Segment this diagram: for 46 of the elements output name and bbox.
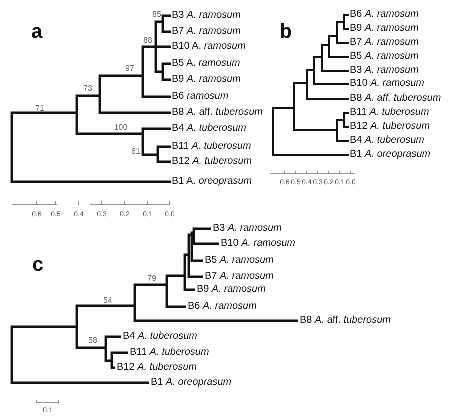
- taxon-label: B9 A. ramosum: [172, 75, 241, 85]
- taxon-label: B3 A. ramosum: [172, 11, 241, 21]
- bootstrap-value: 100: [114, 124, 128, 132]
- taxon-label: B10 A. ramosum: [221, 239, 296, 249]
- taxon-label: B7 A. ramosum: [205, 272, 274, 282]
- taxon-label: B5 A. ramosum: [172, 59, 240, 69]
- taxon-label: B12 A. tuberosum: [350, 122, 430, 132]
- taxon-label: B5 A. ramosum: [350, 52, 419, 62]
- taxon-label: B4 A. tuberosum: [350, 136, 424, 146]
- taxon-label: B6 ramosum: [172, 92, 229, 102]
- bootstrap-value: 54: [104, 297, 112, 305]
- taxon-label: B12 A. tuberosum: [117, 363, 198, 373]
- taxon-label: B1 A. oreoprasum: [151, 378, 232, 388]
- taxon-label: B4 A. tuberosum: [123, 332, 198, 342]
- bootstrap-value: 97: [126, 65, 134, 73]
- panel-letter: b: [280, 20, 292, 45]
- taxon-label: B4 A. tuberosum: [172, 124, 246, 134]
- taxon-label: B3 A. ramosum: [213, 224, 282, 234]
- taxon-label: B8 A. aff. tuberosum: [172, 108, 263, 118]
- bootstrap-value: 79: [148, 275, 156, 283]
- bootstrap-value: 58: [88, 337, 98, 345]
- taxon-label: B9 A. ramosum: [197, 285, 266, 295]
- taxon-label: B10 A. ramosum: [350, 79, 424, 89]
- taxon-label: B8 A. aff. tuberosum: [300, 316, 391, 326]
- taxon-label: B6 A. ramosum: [188, 302, 257, 312]
- taxon-label: B1 A. oreoprasum: [350, 150, 431, 160]
- bootstrap-value: 73: [84, 85, 92, 93]
- taxon-label: B10 A. ramosum: [172, 42, 246, 52]
- taxon-label: B7 A. ramosum: [172, 27, 241, 37]
- taxon-label: B3 A. ramosum: [350, 66, 419, 76]
- taxon-label: B1 A. oreoprasum: [172, 177, 252, 187]
- bootstrap-value: 88: [144, 37, 152, 45]
- taxon-label: B11 A. tuberosum: [350, 108, 430, 118]
- taxon-label: B5 A. ramosum: [205, 256, 274, 266]
- bootstrap-value: 85: [152, 11, 162, 19]
- panel-letter: a: [31, 20, 43, 45]
- panel-letter: c: [32, 253, 44, 278]
- taxon-label: B9 A. ramosum: [350, 24, 419, 34]
- taxon-label: B12 A. tuberosum: [172, 157, 252, 167]
- taxon-label: B6 A. ramosum: [350, 10, 419, 20]
- taxon-label: B11 A. tuberosum: [172, 142, 252, 152]
- bootstrap-value: 71: [36, 105, 44, 113]
- taxon-label: B11 A. tuberosum: [130, 348, 210, 358]
- bootstrap-value: 61: [132, 148, 140, 156]
- taxon-label: B7 A. ramosum: [350, 38, 419, 48]
- taxon-label: B8 A. aff. tuberosum: [350, 94, 442, 104]
